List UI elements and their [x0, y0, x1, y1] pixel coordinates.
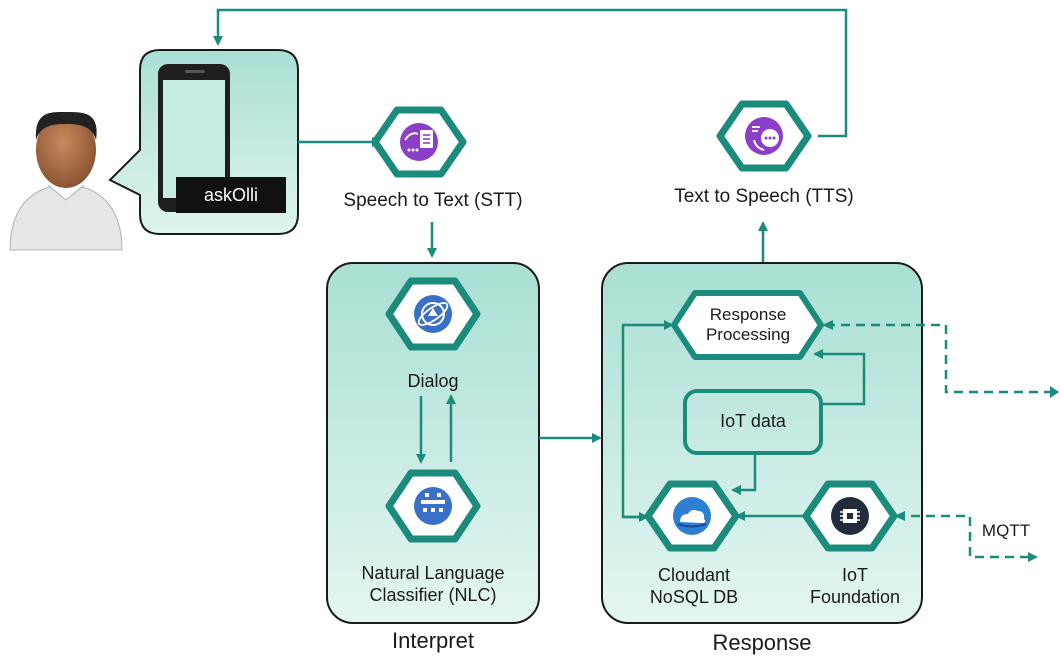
globe-icon [414, 295, 452, 333]
cloud-icon [673, 497, 711, 535]
mqtt-label: MQTT [981, 521, 1031, 540]
askolli-app-label: askOlli [176, 177, 286, 213]
response-panel-title: Response [712, 630, 812, 655]
chip-icon [831, 497, 869, 535]
response-processing-label: Response Processing [705, 305, 791, 344]
tts-label: Text to Speech (TTS) [674, 186, 854, 207]
connectors [213, 8, 866, 522]
document-speech-icon [400, 123, 438, 161]
classifier-icon [414, 487, 452, 525]
person-avatar-icon [9, 111, 123, 251]
iot-foundation-label: IoT Foundation [809, 565, 901, 607]
interpret-panel-title: Interpret [392, 628, 474, 653]
dialog-label: Dialog [407, 371, 459, 391]
response-processing-node [671, 290, 824, 360]
dashed-connectors [826, 323, 1056, 562]
stt-label: Speech to Text (STT) [343, 190, 523, 211]
arrowhead-right-edge [1050, 386, 1059, 398]
arrowhead-left-rp [822, 320, 833, 330]
iot-data-box [683, 389, 823, 455]
nlc-label: Natural Language Classifier (NLC) [361, 563, 505, 605]
arrowhead-left-iot [894, 511, 905, 521]
iot-data-label: IoT data [720, 411, 786, 431]
interpret-panel [326, 262, 540, 624]
cloudant-label: Cloudant NoSQL DB [649, 565, 739, 607]
chat-bubble-icon [745, 117, 783, 155]
